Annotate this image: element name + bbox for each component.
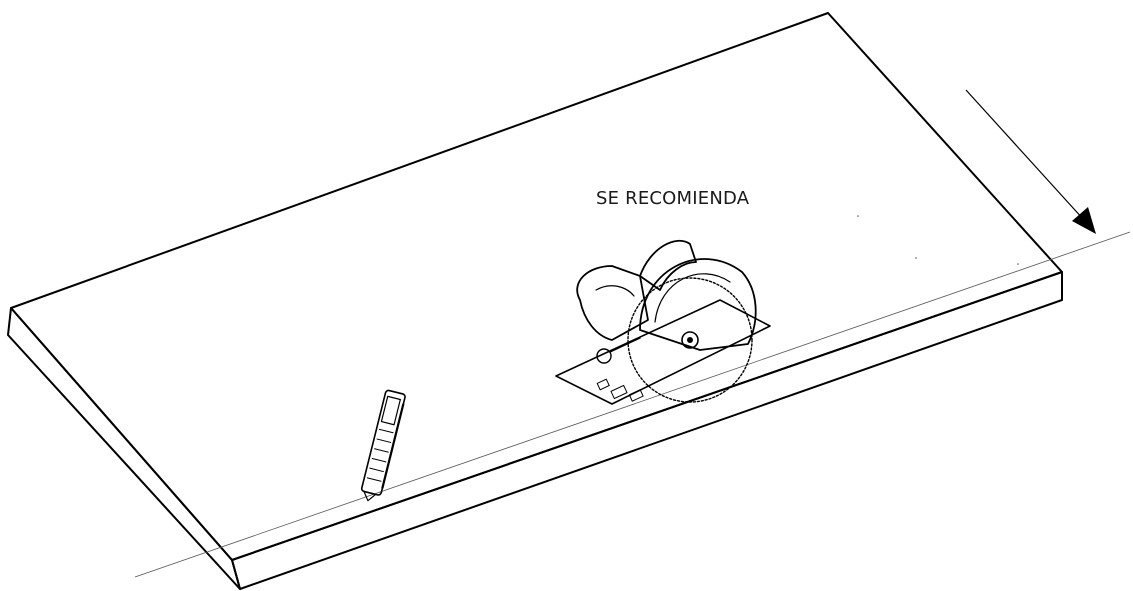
circular-saw-icon — [555, 239, 771, 405]
cut-line — [134, 231, 1131, 578]
stray-mark — [1017, 263, 1019, 265]
stray-mark — [857, 215, 859, 217]
arrow-head — [1072, 207, 1096, 234]
box-cutter-icon — [360, 389, 406, 502]
recommendation-label: SE RECOMIENDA — [596, 188, 750, 209]
board-top-face — [10, 12, 1063, 561]
board-left-edge — [7, 307, 241, 590]
direction-arrow — [965, 89, 1096, 234]
board — [7, 12, 1063, 590]
arrow-shaft — [965, 89, 1085, 221]
stray-mark — [915, 257, 917, 259]
